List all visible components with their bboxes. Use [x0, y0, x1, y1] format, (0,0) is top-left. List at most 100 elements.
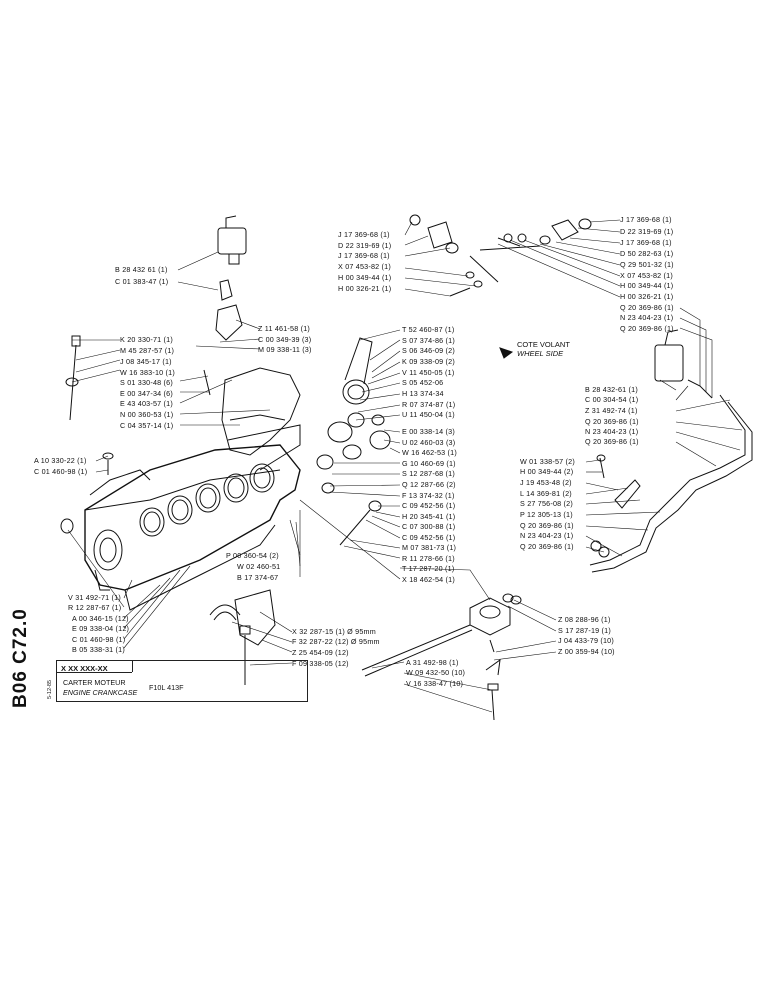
part-label: X 07 453-82 (1) [338, 262, 391, 271]
title-block: X XX XXX-XX CARTER MOTEUR ENGINE CRANKCA… [56, 660, 308, 702]
title-french: CARTER MOTEUR [63, 678, 126, 687]
part-label: N 23 404-23 (1) [585, 427, 639, 436]
part-label: T 17 287-20 (1) [402, 564, 455, 573]
title-english: ENGINE CRANKCASE [63, 688, 138, 697]
crankcase-block [84, 444, 301, 611]
part-label: M 07 381-73 (1) [402, 543, 457, 552]
part-label: M 45 287-57 (1) [120, 346, 175, 355]
part-label: J 17 369-68 (1) [620, 215, 672, 224]
part-label: C 07 300-88 (1) [402, 522, 456, 531]
part-label: N 00 360-53 (1) [120, 410, 174, 419]
part-label: S 27 756-08 (2) [520, 499, 573, 508]
part-label: R 07 374-87 (1) [402, 400, 456, 409]
part-label: K 20 330-71 (1) [120, 335, 173, 344]
part-label: V 11 450-05 (1) [402, 368, 455, 377]
engine-model: F10L 413F [149, 683, 184, 692]
part-label: B 28 432 61 (1) [115, 265, 168, 274]
right-hose [589, 329, 753, 573]
part-label: E 43 403-57 (1) [120, 399, 173, 408]
part-label: D 22 319-69 (1) [338, 241, 392, 250]
part-label: C 01 460-98 (1) [72, 635, 126, 644]
part-label: E 00 347-34 (6) [120, 389, 173, 398]
title-divider [57, 672, 132, 673]
part-label: J 04 433-79 (10) [558, 636, 614, 645]
part-label: T 52 460-87 (1) [402, 325, 455, 334]
part-label: Z 31 492-74 (1) [585, 406, 638, 415]
date-stamp-text: 5-12-85 [47, 680, 53, 699]
bolts-left [60, 335, 251, 685]
part-label: C 01 460-98 (1) [34, 467, 88, 476]
part-label: G 10 460-69 (1) [402, 459, 456, 468]
date-stamp: 5-12-85 [44, 660, 54, 700]
part-label: H 00 349-44 (1) [620, 281, 674, 290]
part-label: C 00 304-54 (1) [585, 395, 639, 404]
part-label: F 32 287-22 (12) Ø 95mm [292, 637, 380, 646]
part-label: Z 08 288-96 (1) [558, 615, 611, 624]
part-label: S 06 346-09 (2) [402, 346, 455, 355]
sheet-code-text: B06 C72.0 [10, 608, 31, 708]
part-label: Q 29 501-32 (1) [620, 260, 674, 269]
part-label: S 05 452-06 [402, 378, 444, 387]
part-label: C 09 452-56 (1) [402, 501, 456, 510]
part-label: A 31 492-98 (1) [406, 658, 459, 667]
part-label: X 18 462-54 (1) [402, 575, 455, 584]
part-label: H 00 326-21 (1) [620, 292, 674, 301]
orientation-en: WHEEL SIDE [517, 349, 564, 358]
part-label: P 12 305-13 (1) [520, 510, 573, 519]
part-label: N 23 404-23 (1) [520, 531, 574, 540]
part-label: J 17 369-68 (1) [620, 238, 672, 247]
part-label: Q 20 369-86 (1) [520, 542, 574, 551]
part-label: H 00 326-21 (1) [338, 284, 392, 293]
part-label: H 20 345-41 (1) [402, 512, 456, 521]
part-label: S 12 287-68 (1) [402, 469, 455, 478]
orientation-fr: COTE VOLANT [517, 340, 570, 349]
orientation-note: COTE VOLANT WHEEL SIDE [517, 340, 570, 358]
part-label: R 12 287-67 (1) [68, 603, 122, 612]
part-label: B 05 338-31 (1) [72, 645, 125, 654]
upper-housing [221, 367, 301, 471]
part-label: J 17 369-68 (1) [338, 230, 390, 239]
part-label: D 22 319-69 (1) [620, 227, 674, 236]
part-label: S 17 287-19 (1) [558, 626, 611, 635]
sheet-code: B06 C72.0 [8, 608, 36, 708]
part-label: W 16 462-53 (1) [402, 448, 457, 457]
part-label: Q 20 369-86 (1) [520, 521, 574, 530]
part-label: U 02 460-03 (3) [402, 438, 456, 447]
part-label: W 16 383-10 (1) [120, 368, 175, 377]
part-label: Z 11 461-58 (1) [258, 324, 311, 333]
part-label: Q 20 369-86 (1) [620, 303, 674, 312]
part-label: J 17 369-68 (1) [338, 251, 390, 260]
part-label: Q 20 369-86 (1) [585, 437, 639, 446]
part-label: B 28 432-61 (1) [585, 385, 638, 394]
part-label: N 23 404-23 (1) [620, 313, 674, 322]
right-bracket [596, 454, 641, 509]
part-label: L 14 369-81 (2) [520, 489, 572, 498]
part-label: K 09 338-09 (2) [402, 357, 455, 366]
part-label: H 13 374-34 [402, 389, 444, 398]
part-label: X 07 453-82 (1) [620, 271, 673, 280]
part-label: U 11 450-04 (1) [402, 410, 455, 419]
part-label: P 00 360-54 (2) [226, 551, 279, 560]
part-label: W 01 338-57 (2) [520, 457, 575, 466]
part-label: S 01 330-48 (6) [120, 378, 173, 387]
part-label: D 50 282-63 (1) [620, 249, 674, 258]
part-label: F 09 338-05 (12) [292, 659, 349, 668]
part-label: C 04 357-14 (1) [120, 421, 174, 430]
part-label: R 11 278-66 (1) [402, 554, 455, 563]
leader-lines [67, 219, 743, 713]
title-divider-vertical [132, 661, 133, 672]
part-label: A 00 346-15 (12) [72, 614, 129, 623]
part-label: V 31 492-71 (1) [68, 593, 121, 602]
part-label: W 02 460-51 [237, 562, 281, 571]
part-label: X 32 287-15 (1) Ø 95mm [292, 627, 376, 636]
bearing-shells [209, 589, 276, 646]
part-label: E 09 338-04 (12) [72, 624, 130, 633]
part-label: Q 20 369-86 (1) [585, 417, 639, 426]
part-label: Z 25 454-09 (12) [292, 648, 349, 657]
part-label: B 17 374-67 [237, 573, 279, 582]
part-label: J 19 453-48 (2) [520, 478, 572, 487]
part-label: F 13 374-32 (1) [402, 491, 455, 500]
part-label: S 07 374-86 (1) [402, 336, 455, 345]
